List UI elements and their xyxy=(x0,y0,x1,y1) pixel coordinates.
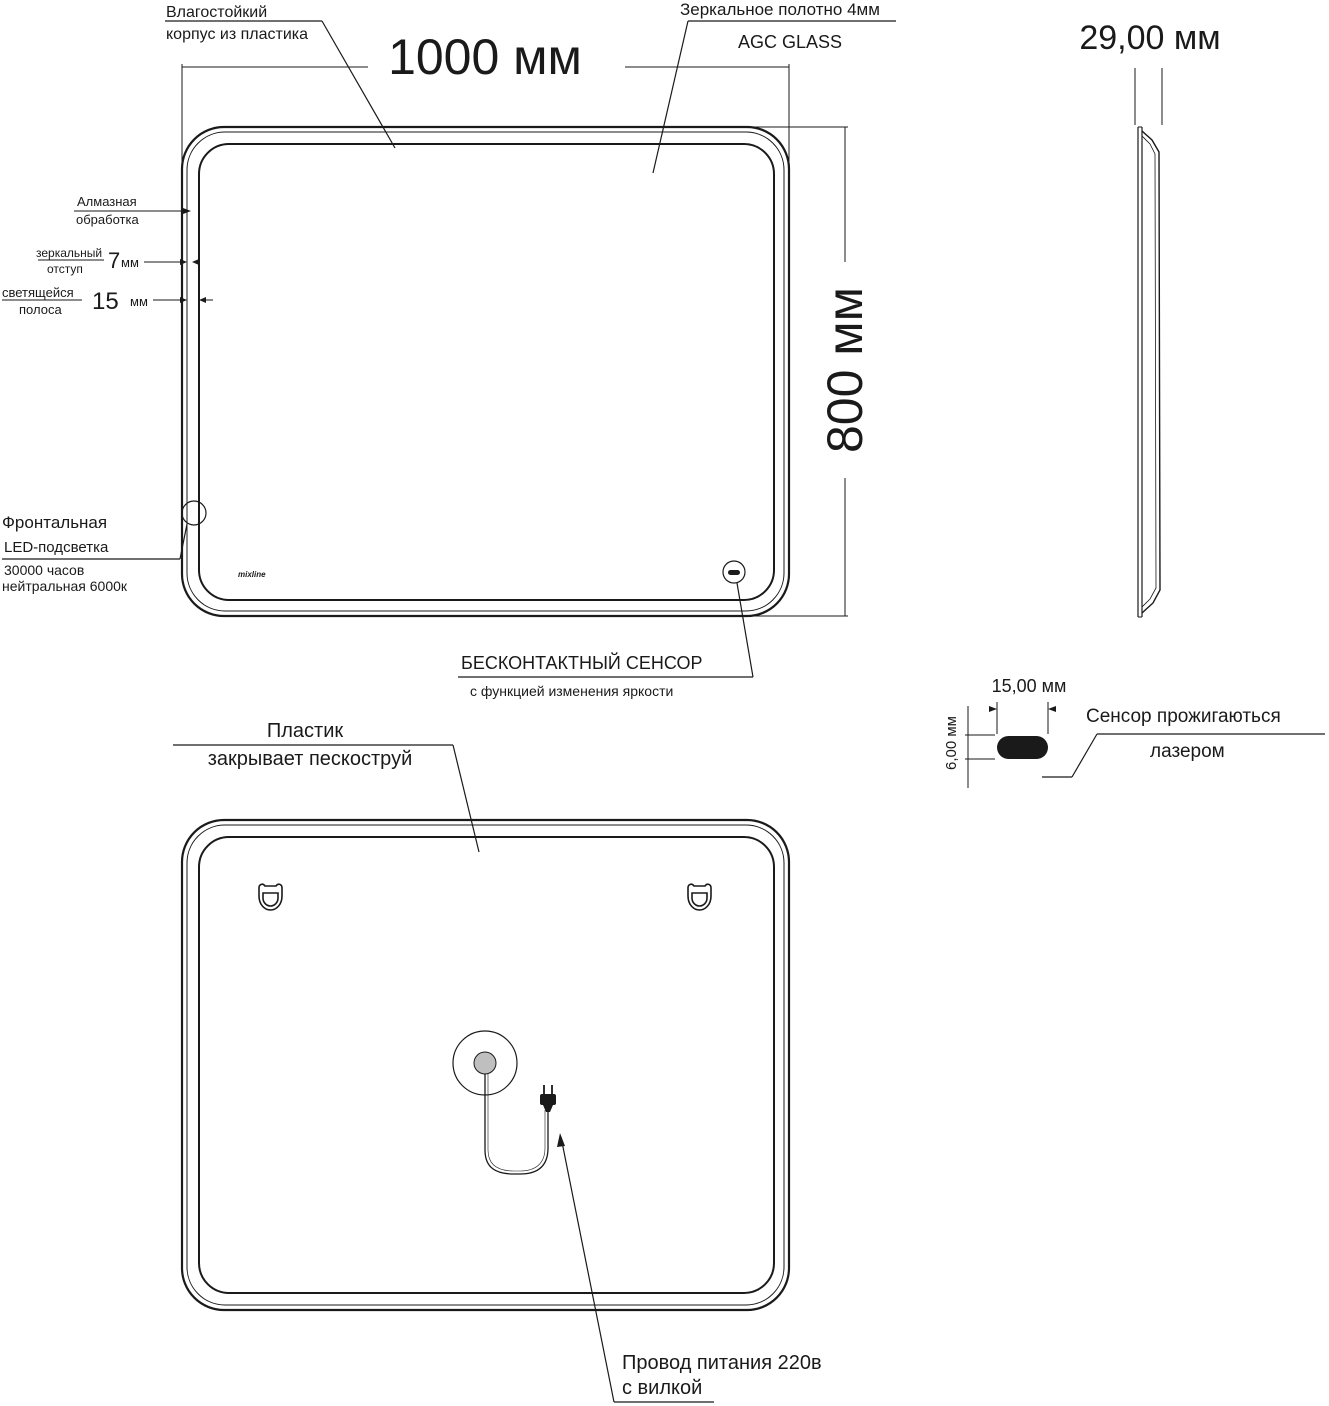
sensor-detail-arrow-right xyxy=(1048,706,1056,712)
mirror-offset-arrow-right xyxy=(192,259,199,265)
plastic-label-line1: Пластик xyxy=(267,720,344,742)
mirror-offset-unit: мм xyxy=(121,255,139,270)
sensor-detail-note-line1: Сенсор прожигаються xyxy=(1086,706,1281,727)
sensor-slot xyxy=(728,570,740,575)
cable-leader-arrow xyxy=(557,1133,565,1147)
glass-label-line2: AGC GLASS xyxy=(738,32,842,52)
back-view xyxy=(180,818,791,1312)
diamond-label-line2: обработка xyxy=(76,212,139,227)
strip-label-line1: светящейся xyxy=(2,285,74,300)
led-callout-circle xyxy=(181,500,207,526)
strip-label-line2: полоса xyxy=(19,302,62,317)
sensor-detail-leader xyxy=(1042,733,1325,778)
back-frame-inner-edge xyxy=(186,824,785,1306)
housing-label-line1: Влагостойкий xyxy=(166,4,267,21)
strip-value: 15 xyxy=(92,288,119,315)
mirror-offset-label-line2: отступ xyxy=(47,262,83,276)
sensor-detail-arrow-left xyxy=(989,706,997,712)
glass-leader xyxy=(652,20,896,174)
diamond-label-line1: Алмазная xyxy=(77,194,137,209)
front-outer-frame xyxy=(180,125,791,618)
cable-leader xyxy=(560,1136,714,1403)
plastic-leader xyxy=(173,744,480,853)
front-frame-inner-edge xyxy=(186,131,785,612)
width-label: 1000 мм xyxy=(388,29,582,85)
strip-unit: мм xyxy=(130,294,148,309)
plastic-label-line2: закрывает пескоструй xyxy=(208,748,413,770)
back-panel xyxy=(198,836,775,1294)
mirror-offset-value: 7 xyxy=(108,248,120,273)
power-plug-icon xyxy=(540,1085,556,1112)
front-view xyxy=(180,125,791,618)
cable-label-line2: с вилкой xyxy=(622,1377,702,1399)
hook-right-icon xyxy=(687,883,712,911)
side-view xyxy=(1137,126,1161,618)
led-leader xyxy=(2,523,188,560)
mirror-offset-label-line1: зеркальный xyxy=(36,246,102,260)
strip-arrow-left xyxy=(180,297,187,303)
power-unit-core xyxy=(473,1051,497,1075)
hook-left-icon xyxy=(258,883,283,911)
sensor-label-line1: БЕСКОНТАКТНЫЙ СЕНСОР xyxy=(461,652,702,673)
height-label: 800 мм xyxy=(817,287,873,453)
sensor-detail-height-label: 6,00 мм xyxy=(943,716,960,770)
power-cable xyxy=(484,1074,549,1175)
sensor-detail-dimensions xyxy=(965,702,1049,788)
housing-label-line2: корпус из пластика xyxy=(166,26,308,43)
led-label-line1: Фронтальная xyxy=(2,513,107,532)
depth-dimension xyxy=(1134,68,1163,125)
height-dimension xyxy=(730,126,848,617)
front-mirror-glass xyxy=(198,143,775,601)
glass-label-line1: Зеркальное полотно 4мм xyxy=(680,0,880,19)
sensor-detail-width-label: 15,00 мм xyxy=(992,676,1067,696)
power-cable-inner xyxy=(487,1074,546,1172)
back-outer-frame xyxy=(180,818,791,1312)
diamond-arrow xyxy=(183,208,191,214)
led-label-line4: нейтральная 6000к xyxy=(2,578,128,594)
brand-logo: mixline xyxy=(238,570,266,579)
housing-leader xyxy=(165,20,396,149)
cable-label-line1: Провод питания 220в xyxy=(622,1352,822,1374)
led-label-line3: 30000 часов xyxy=(4,562,84,578)
sensor-detail-note-line2: лазером xyxy=(1150,741,1225,762)
sensor-detail-shape xyxy=(997,736,1048,759)
mirror-offset-arrow-left xyxy=(180,259,187,265)
led-label-line2: LED-подсветка xyxy=(4,539,109,556)
sensor-label-line2: с функцией изменения яркости xyxy=(470,683,673,699)
width-dimension xyxy=(181,64,790,185)
depth-label: 29,00 мм xyxy=(1079,19,1220,57)
sensor-leader xyxy=(458,582,754,678)
strip-arrow-right xyxy=(199,297,206,303)
